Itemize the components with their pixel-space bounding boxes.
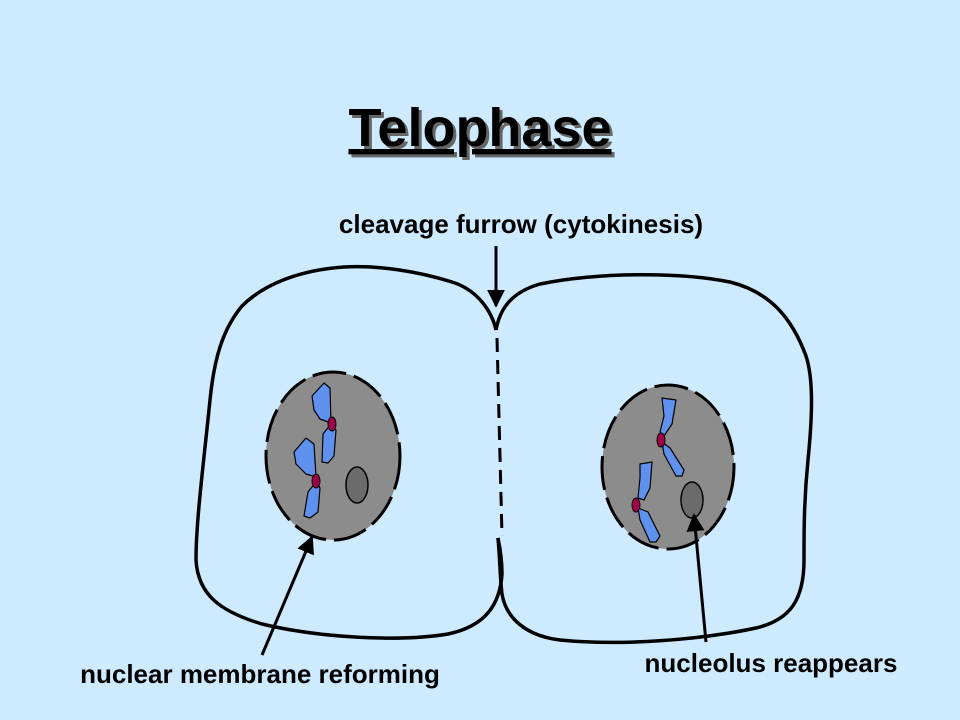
right-chromosome-bottom bbox=[631, 461, 661, 543]
chromatid bbox=[661, 441, 685, 477]
chromatid bbox=[637, 507, 661, 543]
centromere bbox=[631, 497, 641, 513]
left-cell-membrane bbox=[194, 264, 504, 640]
cleavage-furrow-line bbox=[495, 337, 504, 537]
left-chromosome-bottom bbox=[293, 437, 321, 519]
left-nucleolus bbox=[345, 466, 369, 504]
nuclear-membrane-label: nuclear membrane reforming bbox=[80, 659, 440, 689]
nucleolus-arrow bbox=[686, 513, 708, 643]
right-cell-membrane bbox=[494, 273, 814, 645]
chromatid bbox=[637, 461, 653, 501]
page-title: Telophase bbox=[348, 98, 611, 158]
left-chromosome-top bbox=[311, 382, 337, 464]
nuclear-membrane-arrow bbox=[260, 535, 314, 656]
right-chromosome-top bbox=[656, 397, 685, 477]
chromatid bbox=[303, 481, 321, 519]
title-shadow: Telophase bbox=[351, 101, 614, 161]
chromatid bbox=[321, 423, 337, 464]
cleavage-furrow-label: cleavage furrow (cytokinesis) bbox=[339, 209, 703, 239]
nucleolus-label: nucleolus reappears bbox=[645, 648, 898, 678]
right-nucleolus bbox=[680, 481, 704, 519]
centromere bbox=[311, 473, 321, 489]
centromere bbox=[656, 432, 666, 448]
centromere bbox=[327, 416, 337, 432]
